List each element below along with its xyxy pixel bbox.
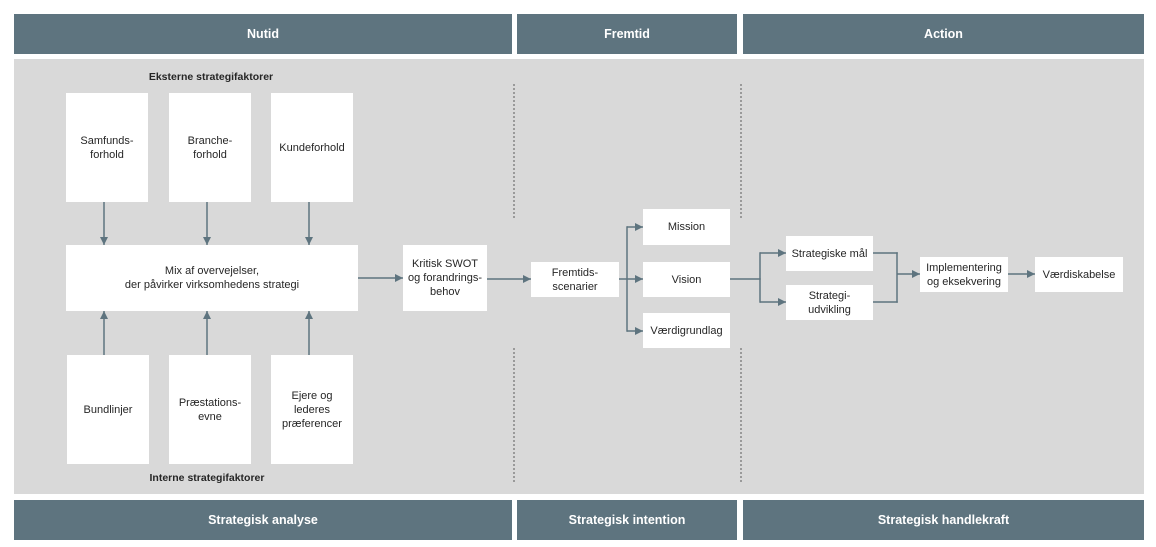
footer-strategisk-analyse-label: Strategisk analyse xyxy=(208,513,318,527)
box-vaerdigrundlag-text: Værdigrundlag xyxy=(650,324,723,337)
header-nutid: Nutid xyxy=(14,14,512,54)
footer-strategisk-handlekraft: Strategisk handlekraft xyxy=(743,500,1144,540)
box-kritisk-swot-text: Kritisk SWOT og forandrings- behov xyxy=(408,258,482,298)
box-strategiske-maal-text: Strategiske mål xyxy=(791,247,868,260)
box-strategiske-maal: Strategiske mål xyxy=(786,236,873,271)
box-praestationsevne: Præstations- evne xyxy=(169,355,251,464)
box-vaerdigrundlag: Værdigrundlag xyxy=(643,313,730,348)
box-fremtidsscenarier: Fremtids- scenarier xyxy=(531,262,619,297)
box-mix-text: Mix af overvejelser, der påvirker virkso… xyxy=(124,265,300,291)
box-mission-text: Mission xyxy=(667,221,706,233)
box-strategiudvikling: Strategi- udvikling xyxy=(786,285,873,320)
header-fremtid-label: Fremtid xyxy=(604,27,650,41)
box-bundlinjer-text: Bundlinjer xyxy=(83,403,133,416)
box-ejere-lederes-praeferencer-text: Ejere og lederes præferencer xyxy=(282,389,342,430)
box-praestationsevne-text: Præstations- evne xyxy=(178,396,242,423)
footer-strategisk-intention: Strategisk intention xyxy=(517,500,737,540)
box-implementering: Implementering og eksekvering xyxy=(920,257,1008,292)
footer-strategisk-handlekraft-label: Strategisk handlekraft xyxy=(877,513,1010,527)
box-kundeforhold-text: Kundeforhold xyxy=(279,141,345,154)
header-fremtid: Fremtid xyxy=(517,14,737,54)
box-mission: Mission xyxy=(643,209,730,245)
internal-factors-label: Interne strategifaktorer xyxy=(149,472,265,484)
footer-strategisk-intention-label: Strategisk intention xyxy=(568,513,686,527)
header-nutid-label: Nutid xyxy=(247,27,279,41)
box-kritisk-swot: Kritisk SWOT og forandrings- behov xyxy=(403,245,487,311)
box-brancheforhold-text: Branche- forhold xyxy=(187,134,233,161)
box-bundlinjer: Bundlinjer xyxy=(67,355,149,464)
box-fremtidsscenarier-text: Fremtids- scenarier xyxy=(551,266,599,293)
box-brancheforhold: Branche- forhold xyxy=(169,93,251,202)
box-ejere-lederes-praeferencer: Ejere og lederes præferencer xyxy=(271,355,353,464)
footer-strategisk-analyse: Strategisk analyse xyxy=(14,500,512,540)
header-action: Action xyxy=(743,14,1144,54)
external-factors-label: Eksterne strategifaktorer xyxy=(148,71,274,83)
box-samfundsforhold: Samfunds- forhold xyxy=(66,93,148,202)
box-samfundsforhold-text: Samfunds- forhold xyxy=(80,134,134,161)
header-action-label: Action xyxy=(924,27,963,41)
box-strategiudvikling-text: Strategi- udvikling xyxy=(808,289,851,316)
box-vaerdiskabelse: Værdiskabelse xyxy=(1035,257,1123,292)
box-mix: Mix af overvejelser, der påvirker virkso… xyxy=(66,245,358,311)
box-kundeforhold: Kundeforhold xyxy=(271,93,353,202)
box-vision-text: Vision xyxy=(671,273,702,286)
box-vision: Vision xyxy=(643,262,730,297)
box-implementering-text: Implementering og eksekvering xyxy=(926,261,1002,288)
box-vaerdiskabelse-text: Værdiskabelse xyxy=(1042,268,1116,281)
